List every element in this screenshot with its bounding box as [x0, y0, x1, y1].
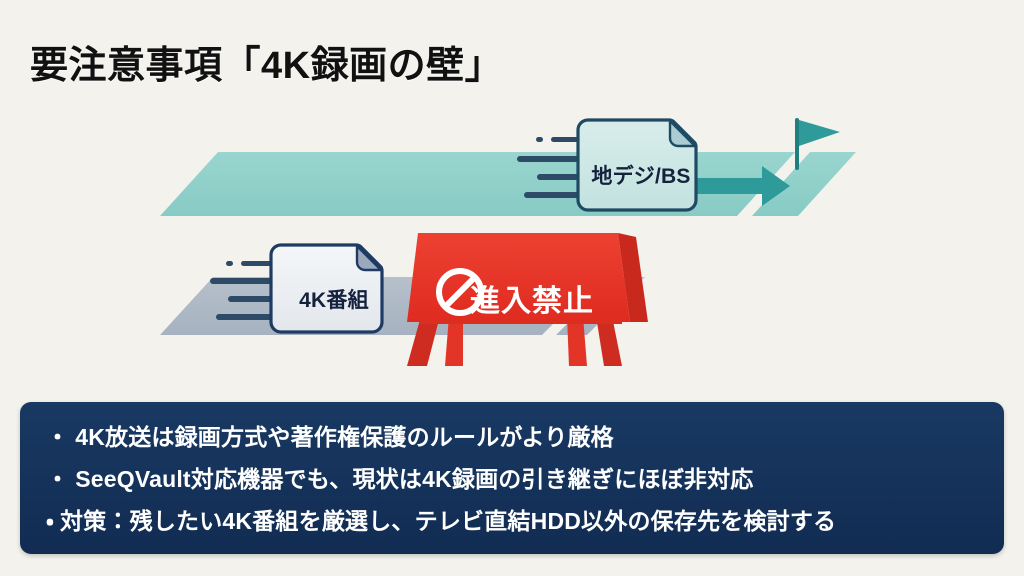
summary-bullet-3: ・対策：残したい4K番組を厳選し、テレビ直結HDD以外の保存先を検討する [46, 500, 978, 542]
barricade-sign-text: 進入禁止 [470, 285, 594, 318]
document-card-4k [269, 243, 384, 334]
bottom-speed-lines [210, 261, 273, 320]
top-lane-group [160, 118, 856, 216]
diagram-svg [160, 118, 856, 366]
bullet-marker: ・ [46, 424, 70, 450]
goal-flag-icon [795, 118, 840, 170]
document-card-terrestrial-label: 地デジ/BS [591, 165, 691, 188]
document-card-4k-label: 4K番組 [299, 289, 369, 312]
summary-bullet-3-text: 対策：残したい4K番組を厳選し、テレビ直結HDD以外の保存先を検討する [60, 508, 837, 534]
page-title: 要注意事項「4K録画の壁」 [30, 45, 504, 87]
prohibition-icon [436, 268, 484, 316]
document-card-terrestrial [576, 118, 698, 212]
summary-bullet-2: ・SeeQVault対応機器でも、現状は4K録画の引き継ぎにほぼ非対応 [46, 458, 978, 500]
summary-bullet-1: ・4K放送は録画方式や著作権保護のルールがより厳格 [46, 416, 978, 458]
bullet-marker: ・ [46, 508, 55, 534]
barricade-sign [407, 233, 648, 366]
summary-bullet-2-text: SeeQVault対応機器でも、現状は4K録画の引き継ぎにほぼ非対応 [75, 466, 754, 492]
summary-bullet-1-text: 4K放送は録画方式や著作権保護のルールがより厳格 [75, 424, 614, 450]
diagram-illustration: 地デジ/BS 4K番組 進入禁止 [0, 100, 1024, 390]
summary-panel: ・4K放送は録画方式や著作権保護のルールがより厳格 ・SeeQVault対応機器… [20, 402, 1004, 554]
forward-arrow-icon [694, 166, 790, 206]
barricade-board [407, 233, 630, 322]
bullet-marker: ・ [46, 466, 70, 492]
